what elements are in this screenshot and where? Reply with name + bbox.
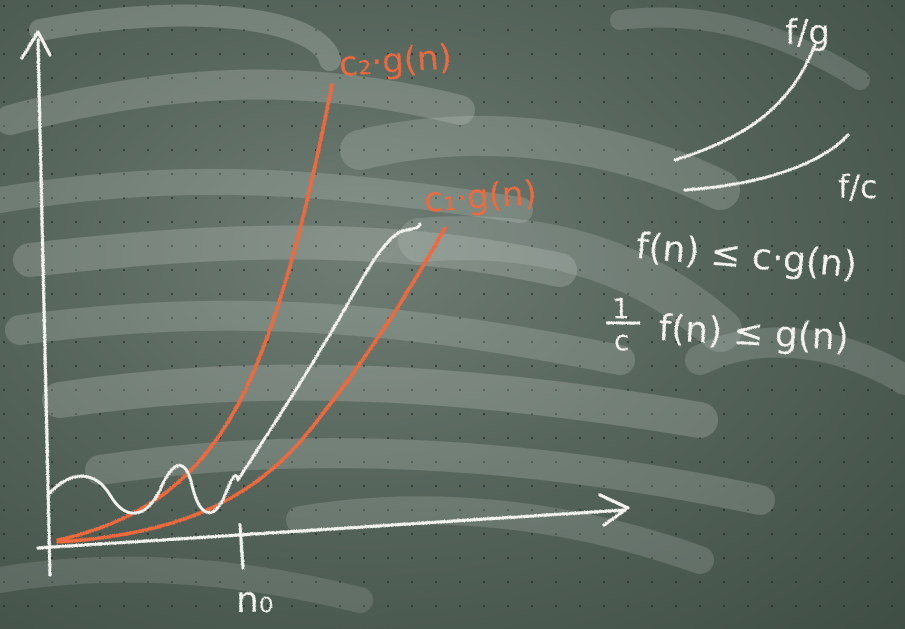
- x-axis-line: [36, 508, 627, 550]
- inequality-2-rest: f(n) ≤ g(n): [658, 308, 850, 359]
- white-curves: [46, 43, 850, 515]
- y-axis-arrow-icon: [20, 30, 52, 60]
- chalk-text: c₂·g(n) c₁·g(n) n₀ f/g f/c f(n) ≤ c·g(n)…: [236, 13, 878, 621]
- inequality-2-denominator: c: [614, 324, 629, 357]
- threshold-label: n₀: [236, 580, 273, 621]
- orange-curves: [56, 83, 447, 544]
- upper-curve-label: c₂·g(n): [338, 37, 453, 85]
- lower-bound-curve: [56, 226, 447, 544]
- f-curve: [46, 222, 422, 515]
- f-over-g-curve: [673, 43, 817, 162]
- eraser-smears: [0, 4, 905, 613]
- threshold-tick: [238, 523, 245, 570]
- lower-curve-label: c₁·g(n): [423, 173, 538, 221]
- f-over-c-curve: [683, 133, 850, 192]
- f-over-c-label: f/c: [838, 168, 878, 206]
- inequality-2-numerator: 1: [612, 292, 630, 325]
- y-axis-line: [36, 38, 52, 577]
- upper-bound-curve: [56, 83, 334, 542]
- axes: [20, 30, 630, 577]
- x-axis-arrow-icon: [598, 493, 630, 527]
- f-over-g-label: f/g: [785, 13, 830, 53]
